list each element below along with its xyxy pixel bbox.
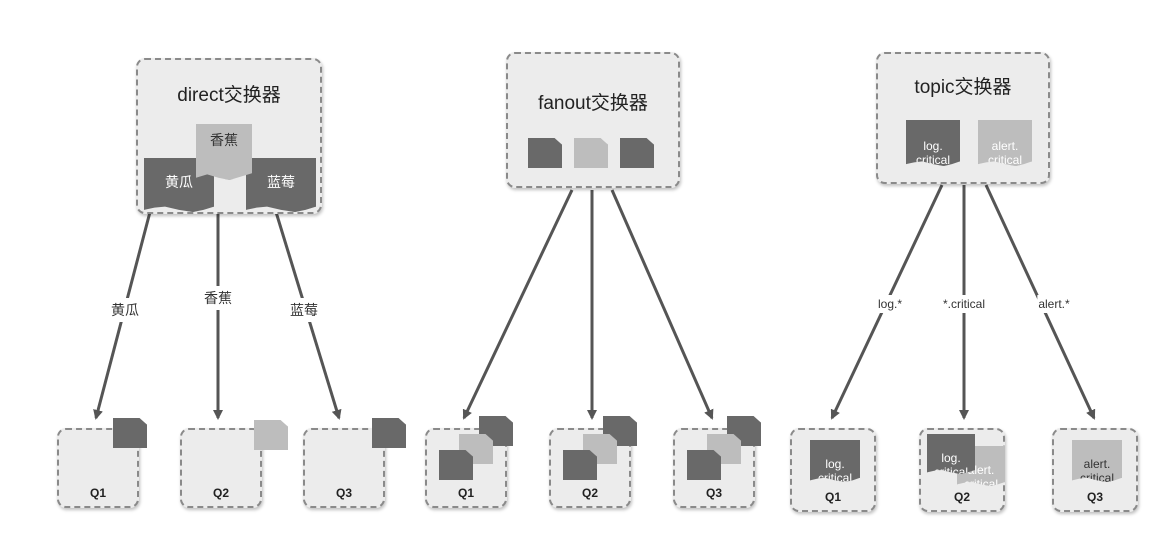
queue-label: Q1: [457, 486, 474, 500]
direct-q1-message: [113, 418, 147, 448]
fanout-message-2: [574, 138, 608, 168]
fanout-arrow-q1: [462, 189, 574, 420]
topic-exchange-box: topic交换器 log. critical alert. critical: [876, 52, 1050, 184]
topic-q2-message-log-label: log. critical: [933, 451, 968, 479]
topic-queue-q3: alert. critical Q3: [1052, 428, 1138, 512]
direct-message-cucumber-label: 黄瓜: [165, 175, 193, 191]
fanout-exchange-title: fanout交换器: [538, 93, 648, 114]
fanout-queue-q1: Q1: [425, 416, 513, 508]
topic-routing-key-3: alert.*: [1037, 295, 1071, 313]
topic-q1-message-label: log. critical: [817, 457, 852, 485]
queue-label: Q3: [1086, 490, 1103, 504]
topic-message-log-critical-label: log. critical: [915, 139, 950, 167]
direct-routing-key-3: 蓝莓: [289, 298, 319, 322]
direct-exchange-box: direct交换器 黄瓜 蓝莓 香蕉: [136, 58, 322, 214]
topic-message-alert-critical: alert. critical: [978, 120, 1032, 166]
direct-q2-message: [254, 420, 288, 450]
topic-exchange-title: topic交换器: [914, 77, 1012, 98]
topic-queue-q1: log. critical Q1: [790, 428, 876, 512]
topic-routing-key-2: *.critical: [941, 295, 987, 313]
direct-queue-q2: Q2: [180, 428, 262, 508]
queue-label: Q2: [953, 490, 970, 504]
fanout-queue-q2: Q2: [549, 416, 637, 508]
fanout-queue-q3: Q3: [673, 416, 761, 508]
topic-q3-message-label: alert. critical: [1079, 457, 1114, 485]
topic-routing-key-1: log.*: [876, 295, 904, 313]
topic-message-log-critical: log. critical: [906, 120, 960, 166]
direct-exchange-title: direct交换器: [177, 85, 281, 106]
topic-queue-q2: alert. critical log. critical Q2: [919, 428, 1005, 512]
queue-label: Q2: [581, 486, 598, 500]
topic-q2-message-log: log. critical: [927, 434, 975, 474]
direct-routing-key-2: 香蕉: [203, 286, 233, 310]
fanout-q1-message-front: [439, 450, 473, 480]
fanout-q3-message-front: [687, 450, 721, 480]
fanout-message-1: [528, 138, 562, 168]
queue-label: Q3: [335, 486, 352, 500]
fanout-q2-message-front: [563, 450, 597, 480]
fanout-arrow-q3: [610, 189, 714, 420]
queue-label: Q3: [705, 486, 722, 500]
direct-message-banana: 香蕉: [196, 124, 252, 180]
direct-message-blueberry-label: 蓝莓: [267, 175, 295, 191]
direct-routing-key-1: 黄瓜: [110, 298, 140, 322]
queue-label: Q2: [212, 486, 229, 500]
direct-q3-message: [372, 418, 406, 448]
direct-queue-q3: Q3: [303, 428, 385, 508]
queue-label: Q1: [824, 490, 841, 504]
fanout-message-3: [620, 138, 654, 168]
direct-message-banana-label: 香蕉: [210, 133, 238, 149]
topic-q3-message: alert. critical: [1072, 440, 1122, 482]
topic-message-alert-critical-label: alert. critical: [987, 139, 1022, 167]
direct-message-blueberry: 蓝莓: [246, 158, 316, 212]
fanout-exchange-box: fanout交换器: [506, 52, 680, 188]
queue-label: Q1: [89, 486, 106, 500]
topic-q1-message: log. critical: [810, 440, 860, 482]
